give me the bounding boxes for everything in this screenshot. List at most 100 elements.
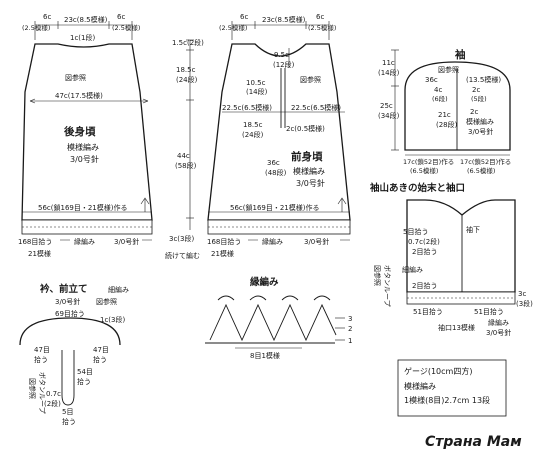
cap-detail-title: 袖山あきの始末と袖口: [369, 182, 465, 194]
front-depth-label: 18.5c: [243, 121, 263, 129]
sleeve-c2: 2c: [472, 86, 480, 94]
sleeve-cap-h: 11c: [382, 59, 395, 67]
back-title: 後身頃: [63, 125, 96, 138]
side-b-sub: (24段): [176, 75, 198, 84]
watermark-text: Страна Мам: [425, 434, 522, 450]
sleeve-cuff-left: 17c(鎖52目)作る: [403, 157, 454, 166]
cap-b: 0.7c(2段): [408, 237, 440, 246]
collar-placket-piece: 衿、前立て 細編み 3/0号針 図参照 69目拾う 1c(3段) 47目 拾う …: [19, 283, 129, 426]
side-total-label: 44c: [177, 152, 190, 160]
front-top-left-sub: (2.5模様): [219, 23, 247, 32]
front-hem-label: 56c(鎖169目・21模様)作る: [230, 203, 320, 212]
collar-title: 衿、前立て: [40, 283, 88, 295]
front-neck1-label: 9.5c: [274, 51, 289, 59]
sleeve-ref: 図参照: [438, 65, 459, 74]
sleeve-outline: [404, 61, 511, 151]
collar-b: 1c(3段): [100, 315, 125, 324]
back-edge-label: 縁編み: [74, 237, 95, 246]
sleeve-cuff-right: 17c(鎖52目)作る: [460, 157, 511, 166]
gauge-title: ゲージ(10cm四方): [404, 366, 472, 376]
front-placket-label: 2c(0.5模様): [286, 124, 325, 133]
back-top-left-label: 6c: [43, 13, 51, 21]
collar-sub: 細編み: [108, 285, 129, 294]
collar-d-sub: 拾う: [93, 355, 107, 364]
front-pattern-label: 模様編み: [293, 166, 325, 176]
back-pickup-label: 168目拾う: [18, 237, 52, 246]
collar-c: 47目: [34, 346, 50, 354]
collar-g: 5目: [62, 408, 73, 416]
cap-loop: ボタンループ: [383, 265, 392, 307]
cap-e: 3c: [518, 290, 526, 298]
cap-a: 5目拾う: [403, 227, 428, 236]
front-ref-label: 図参照: [300, 75, 321, 84]
front-neck1-sub: (12段): [273, 60, 295, 69]
front-edge-label: 縁編み: [262, 237, 283, 246]
sleeve-cap-h-sub: (14段): [378, 68, 400, 77]
cap-f: 51目拾う: [413, 307, 443, 316]
cap-needle: 3/0号針: [486, 328, 511, 337]
front-width-right: 22.5c(6.5模様): [291, 103, 341, 112]
back-edge-needle: 3/0号針: [114, 237, 139, 246]
collar-d: 47目: [93, 346, 109, 354]
sleeve-open: 21c: [438, 111, 451, 119]
collar-e: 54目: [77, 368, 93, 376]
back-ref-label: 図参照: [65, 73, 86, 82]
edging-row3: 3: [348, 315, 352, 323]
side-c-label: 3c(3段): [169, 234, 194, 243]
back-pattern-label: 模様編み: [67, 142, 99, 152]
collar-e-sub: 拾う: [77, 377, 91, 386]
cap-c: 2目拾う: [412, 247, 437, 256]
edging-row1: 1: [348, 337, 352, 345]
gauge-pattern: 模様編み: [404, 381, 436, 391]
front-pickup-label: 168目拾う: [207, 237, 241, 246]
collar-f-sub: (2段): [44, 399, 61, 408]
front-width-left: 22.5c(6.5模様): [222, 103, 272, 112]
front-len-label: 36c: [267, 159, 280, 167]
front-len-sub: (48段): [265, 168, 287, 177]
collar-loop: ボタンループ: [38, 372, 47, 414]
front-needle-label: 3/0号針: [296, 178, 325, 188]
front-depth-sub: (24段): [242, 130, 264, 139]
edging-row2: 2: [348, 325, 352, 333]
sleeve-cap-w-sub: (13.5模様): [466, 75, 501, 84]
collar-c-sub: 拾う: [34, 355, 48, 364]
sleeve-cap-w: 36c: [425, 76, 438, 84]
back-top-left-sub: (2.5模様): [22, 23, 50, 32]
sleeve-title: 袖: [455, 48, 466, 61]
side-a-label: 1.5c(2段): [172, 38, 204, 47]
side-total-sub: (58段): [175, 161, 197, 170]
cap-h: 袖口13模様: [438, 323, 475, 332]
sleeve-needle: 3/0号針: [468, 127, 493, 136]
side-cont-label: 続けて編む: [165, 251, 200, 260]
front-neck2-sub: (14段): [246, 87, 268, 96]
front-top-left-label: 6c: [240, 13, 248, 21]
front-top-mid-label: 23c(8.5模様): [262, 15, 306, 24]
front-top-right-label: 6c: [316, 13, 324, 21]
cap-edge: 細編み: [402, 265, 423, 274]
front-title: 前身頃: [291, 150, 323, 163]
cap-d: 2目拾う: [412, 281, 437, 290]
cap-g: 51目拾う: [474, 307, 504, 316]
gauge-value: 1模様(8目)2.7cm 13段: [404, 395, 490, 405]
edging-stitch-chart: 縁編み 3 2 1 8目1模様: [205, 276, 352, 360]
back-hem-label: 56c(鎖169目・21模様)作る: [38, 203, 128, 212]
cap-e-sub: (3段): [516, 299, 533, 308]
front-edge-needle: 3/0号針: [304, 237, 329, 246]
collar-needle: 3/0号針: [55, 297, 80, 306]
collar-a: 69目拾う: [55, 309, 85, 318]
front-outline: [207, 43, 351, 221]
sleeve-pattern: 模様編み: [466, 117, 494, 126]
front-hem-sub: 21模様: [211, 249, 234, 258]
gauge-box: ゲージ(10cm四方) 模様編み 1模様(8目)2.7cm 13段: [397, 359, 507, 417]
sleeve-c1-sub: (6段): [432, 94, 448, 103]
sleeve-c3: 2c: [470, 108, 478, 116]
back-top-right-label: 6c: [117, 13, 125, 21]
back-width-label: 47c(17.5模様): [55, 91, 103, 100]
back-hem-sub: 21模様: [28, 249, 51, 258]
sleeve-len: 25c: [380, 102, 393, 110]
sleeve-cuff-right-sub: (6.5模様): [467, 166, 495, 175]
front-top-right-sub: (2.5模様): [308, 23, 336, 32]
front-neck2-label: 10.5c: [246, 79, 266, 87]
collar-f: 0.7c: [46, 390, 61, 398]
